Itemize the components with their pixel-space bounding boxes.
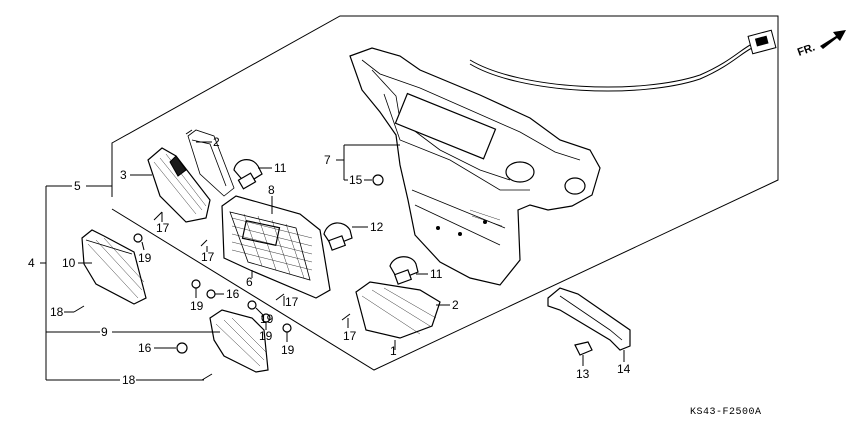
lens-9-icon bbox=[209, 309, 269, 373]
callout-10: 10 bbox=[62, 256, 76, 270]
direction-label: FR. bbox=[796, 41, 817, 58]
callout-15: 15 bbox=[349, 173, 363, 187]
callout-17-c: 17 bbox=[285, 295, 299, 309]
callout-11-upper: 11 bbox=[274, 161, 287, 175]
bulb-center-icon bbox=[323, 222, 353, 251]
callout-12: 12 bbox=[370, 220, 384, 234]
nut-15-icon bbox=[372, 174, 384, 186]
callout-2-upper: 2 bbox=[213, 135, 220, 149]
callout-16-upper: 16 bbox=[226, 287, 240, 301]
nut-16-lower-icon bbox=[176, 342, 188, 354]
assembly-frame bbox=[111, 15, 779, 371]
callout-19-d: 19 bbox=[259, 329, 273, 343]
callout-labels: 1 2 2 3 4 5 6 7 8 9 10 11 11 12 13 14 15… bbox=[28, 135, 631, 387]
front-arrow-icon bbox=[820, 30, 846, 49]
lens-10-icon bbox=[81, 229, 147, 305]
callout-19-e: 19 bbox=[281, 343, 295, 357]
figure-code: KS43-F2500A bbox=[690, 407, 762, 418]
screw-2-top-icon bbox=[185, 129, 193, 135]
bulb-lower-icon bbox=[389, 256, 419, 285]
callout-16-lower: 16 bbox=[138, 341, 152, 355]
license-bracket bbox=[547, 287, 631, 351]
callout-2-right: 2 bbox=[452, 298, 459, 312]
callout-1: 1 bbox=[390, 344, 397, 358]
callout-18-lower: 18 bbox=[122, 373, 136, 387]
callout-17-b: 17 bbox=[201, 250, 215, 264]
screw-19-e-icon bbox=[282, 323, 292, 333]
wire-harness bbox=[469, 29, 777, 92]
callout-4: 4 bbox=[28, 256, 35, 270]
callout-17-d: 17 bbox=[343, 329, 357, 343]
lens-1-icon bbox=[355, 281, 441, 339]
tail-lens-assembly-icon bbox=[221, 195, 331, 299]
callout-7: 7 bbox=[324, 153, 331, 167]
callout-6: 6 bbox=[246, 275, 253, 289]
hardware bbox=[73, 129, 384, 381]
callout-19-a: 19 bbox=[138, 251, 152, 265]
callout-3: 3 bbox=[120, 168, 127, 182]
callout-19-c: 19 bbox=[260, 312, 274, 326]
lens-3-icon bbox=[147, 147, 211, 223]
rear-fender-housing bbox=[349, 47, 601, 286]
bolt-13-icon bbox=[574, 341, 593, 356]
screw-18-lower-icon bbox=[201, 373, 213, 381]
screw-17-c-icon bbox=[275, 293, 285, 301]
screw-18-upper-icon bbox=[73, 305, 85, 313]
leader-lines bbox=[40, 141, 625, 381]
screw-17-b-icon bbox=[200, 239, 208, 247]
bulb-upper-icon bbox=[233, 159, 263, 190]
callout-18-upper: 18 bbox=[50, 305, 64, 319]
nut-16-upper-icon bbox=[206, 289, 216, 299]
screw-17-d-icon bbox=[341, 313, 351, 321]
callout-14: 14 bbox=[617, 362, 631, 376]
callout-19-b: 19 bbox=[190, 299, 204, 313]
front-direction-indicator: FR. bbox=[796, 30, 846, 59]
screw-19-b-icon bbox=[191, 279, 201, 289]
callout-11-lower: 11 bbox=[430, 267, 443, 281]
screw-19-a-icon bbox=[133, 233, 143, 243]
callout-5: 5 bbox=[74, 179, 81, 193]
screw-17-a-icon bbox=[153, 211, 163, 221]
screw-19-c-icon bbox=[247, 300, 257, 310]
callout-13: 13 bbox=[576, 367, 590, 381]
gasket-2-upper-icon bbox=[187, 129, 235, 197]
callout-9: 9 bbox=[101, 325, 108, 339]
callout-17-a: 17 bbox=[156, 221, 170, 235]
callout-8: 8 bbox=[268, 183, 275, 197]
